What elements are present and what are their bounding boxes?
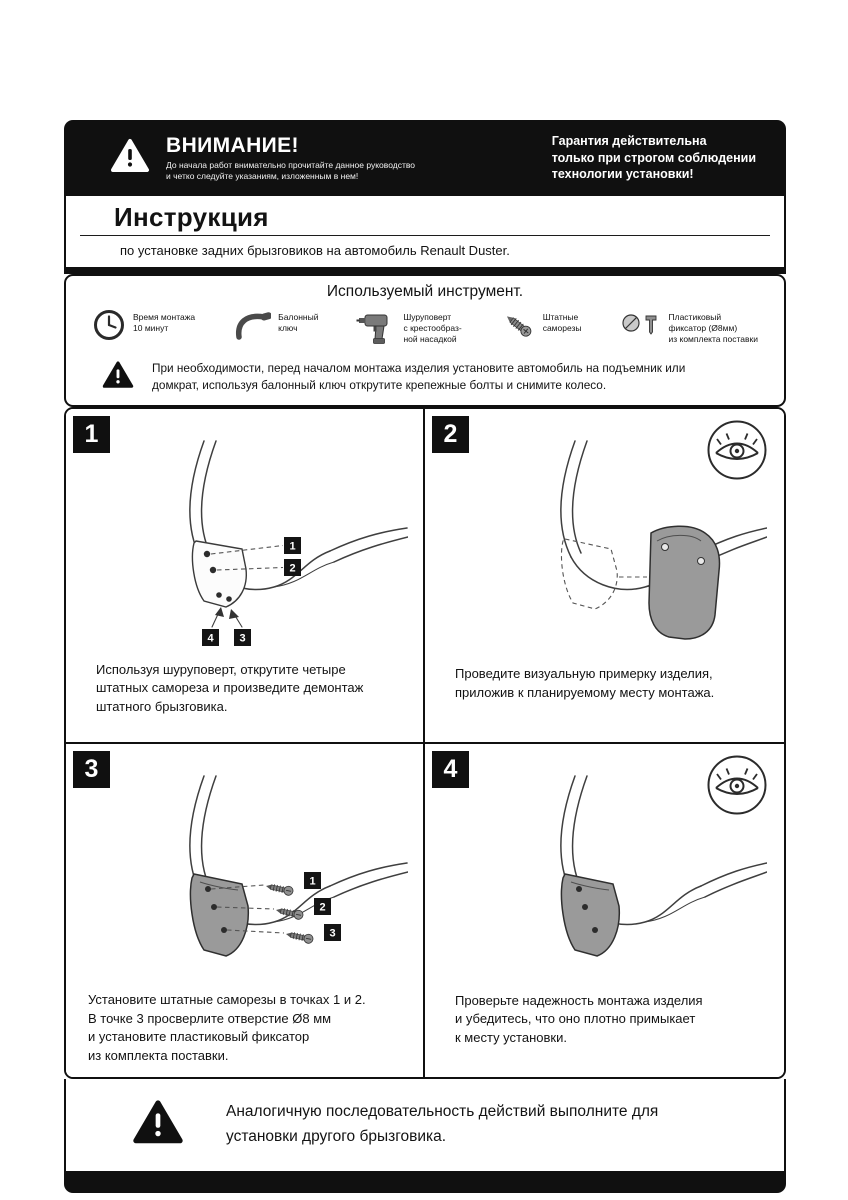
- tool-item-lug-wrench: Балонный ключ: [233, 308, 318, 347]
- tool-item-time: Время монтажа 10 минут: [92, 308, 195, 347]
- tool-label: Время монтажа 10 минут: [133, 311, 196, 333]
- tools-heading: Используемый инструмент.: [326, 282, 524, 300]
- warning-subtitle: До начала работ внимательно прочитайте д…: [166, 159, 415, 181]
- screws-icon: [500, 308, 536, 347]
- step-number-badge: 4: [432, 750, 469, 788]
- instruction-sheet: ВНИМАНИЕ! До начала работ внимательно пр…: [64, 120, 786, 1193]
- warning-title: ВНИМАНИЕ!: [166, 133, 299, 157]
- marker-label: 4: [207, 633, 214, 645]
- eye-icon: [706, 419, 768, 486]
- drill-icon: [356, 308, 396, 351]
- step-1-illustration: 1 2 4 3: [189, 440, 408, 646]
- footer-note: Аналогичную последовательность действий …: [64, 1078, 786, 1171]
- tool-item-drill: Шуруповерт с крестообраз- ной насадкой: [356, 308, 462, 351]
- title-block: Инструкция по установке задних брызговик…: [64, 196, 786, 267]
- plastic-fixator-icon: [620, 308, 662, 343]
- step-number-badge: 1: [73, 415, 110, 453]
- preparation-note-text: При необходимости, перед началом монтажа…: [152, 360, 686, 393]
- preparation-note: При необходимости, перед началом монтажа…: [66, 351, 784, 395]
- tool-label: Шуруповерт с крестообраз- ной насадкой: [403, 311, 462, 344]
- eye-icon: [706, 754, 768, 821]
- marker-label: 2: [289, 563, 295, 575]
- tool-label: Штатные саморезы: [542, 311, 582, 333]
- step-3-illustration: 1 2 3: [189, 775, 408, 957]
- step-2-panel: 2: [425, 408, 784, 744]
- step-number-badge: 2: [432, 415, 469, 453]
- step-caption: Используя шуруповерт, открутите четыре ш…: [96, 661, 364, 714]
- marker-label: 2: [319, 902, 325, 914]
- warning-header-left: ВНИМАНИЕ! До начала работ внимательно пр…: [110, 134, 415, 183]
- title-rule: [80, 234, 770, 236]
- step-caption: Проверьте надежность монтажа изделия и у…: [455, 992, 703, 1045]
- page-title: Инструкция: [114, 202, 269, 232]
- tool-label: Балонный ключ: [278, 311, 319, 333]
- warning-triangle-icon: [102, 360, 134, 395]
- footer-note-text: Аналогичную последовательность действий …: [226, 1103, 659, 1145]
- marker-label: 3: [329, 928, 335, 940]
- lug-wrench-icon: [233, 308, 273, 347]
- tool-item-fixator: Пластиковый фиксатор (Ø8мм) из комплекта…: [620, 308, 758, 345]
- page-subtitle: по установке задних брызговиков на автом…: [120, 242, 510, 258]
- tools-section: Используемый инструмент. Время монтажа 1…: [64, 273, 786, 407]
- warning-header: ВНИМАНИЕ! До начала работ внимательно пр…: [64, 120, 786, 196]
- step-3-panel: 3: [66, 743, 425, 1077]
- tools-row: Время монтажа 10 минут Балонный ключ: [66, 308, 784, 351]
- guarantee-text: Гарантия действительна только при строго…: [551, 133, 756, 182]
- clock-icon: [92, 308, 126, 347]
- step-caption: Проведите визуальную примерку изделия, п…: [455, 666, 715, 700]
- marker-label: 1: [309, 876, 315, 888]
- warning-triangle-icon: [110, 138, 150, 179]
- step-1-panel: 1 1 2: [66, 408, 425, 744]
- steps-grid: 1 1 2: [64, 406, 786, 1079]
- separator-bar: [64, 266, 786, 274]
- tool-item-screws: Штатные саморезы: [500, 308, 582, 347]
- marker-label: 3: [239, 633, 245, 645]
- step-4-panel: 4: [425, 743, 784, 1077]
- step-caption: Установите штатные саморезы в точках 1 и…: [88, 992, 366, 1063]
- warning-triangle-icon: [132, 1099, 184, 1151]
- marker-label: 1: [289, 541, 295, 553]
- step-4-illustration: [560, 775, 767, 957]
- warning-text-block: ВНИМАНИЕ! До начала работ внимательно пр…: [166, 134, 415, 183]
- bottom-bar: [64, 1170, 786, 1193]
- step-number-badge: 3: [73, 750, 110, 788]
- tool-label: Пластиковый фиксатор (Ø8мм) из комплекта…: [668, 311, 758, 344]
- step-2-illustration: [560, 440, 767, 640]
